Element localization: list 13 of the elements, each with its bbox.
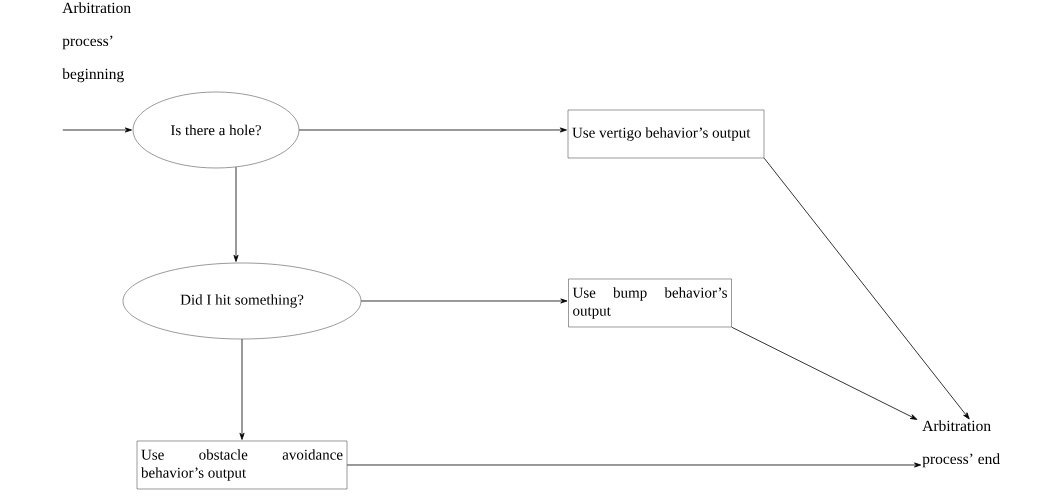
arrow: [731, 326, 918, 420]
arrow: [298, 127, 567, 133]
arrow: [239, 338, 245, 440]
start-label: Arbitration process’ beginning: [62, 2, 131, 83]
end-label: Arbitration process’ end: [922, 420, 1000, 468]
action-box: Use bump behavior’s output: [568, 278, 732, 328]
action-box: Use vertigo behavior’s output: [567, 109, 765, 159]
arrow: [233, 166, 239, 262]
arrow: [62, 127, 132, 133]
action-box: Use obstacle avoidance behavior’s output: [136, 440, 348, 490]
arrow: [360, 298, 568, 304]
arrow: [346, 462, 922, 468]
arrow: [763, 157, 970, 420]
